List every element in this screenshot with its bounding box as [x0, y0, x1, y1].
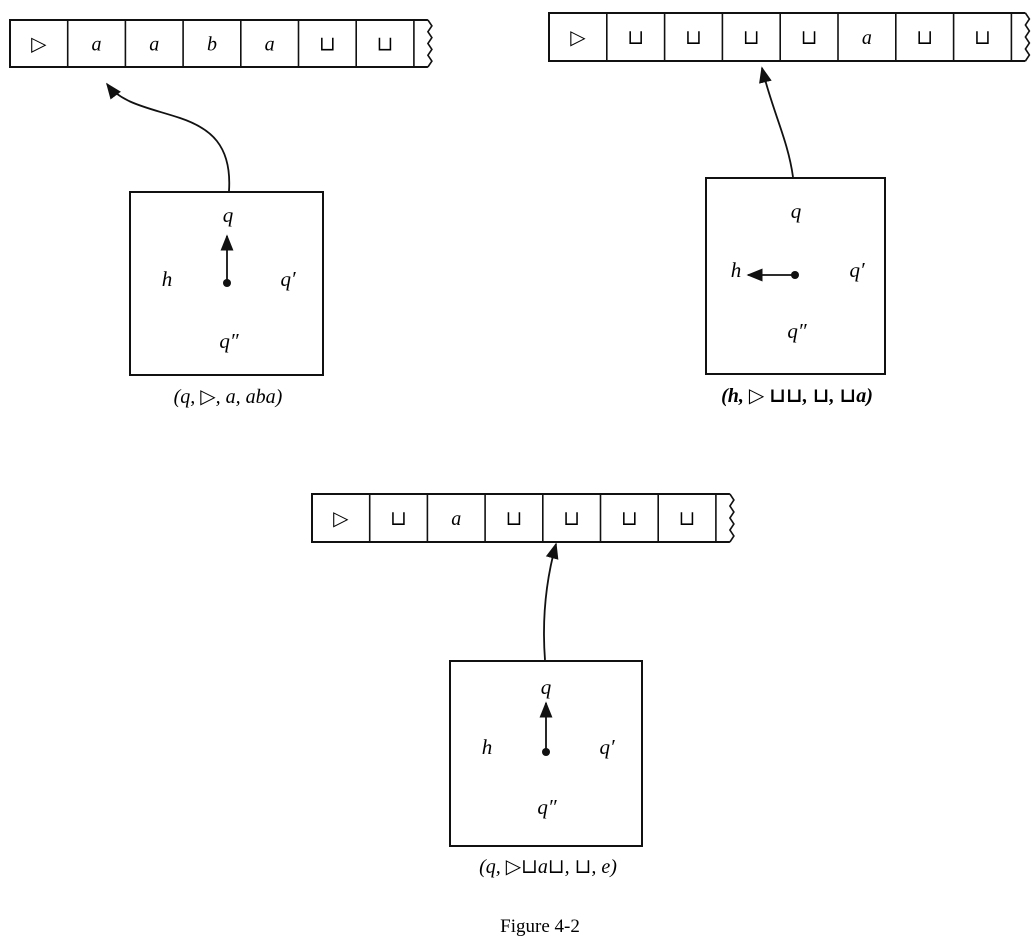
state-top-3: q [541, 675, 552, 699]
state-left-3: h [482, 735, 493, 759]
tape-torn-edge [1024, 12, 1031, 62]
tape-cell-symbol: ▷ [570, 27, 586, 49]
state-top-1: q [223, 203, 234, 227]
tape-cell-symbol: ⊔ [627, 27, 644, 49]
configuration-3: (q, ▷⊔a⊔, ⊔, e) [479, 856, 617, 878]
state-right-2: q′ [849, 258, 865, 282]
tape-cell-symbol: a [862, 27, 872, 49]
configuration-1: (q, ▷, a, aba) [174, 386, 283, 408]
state-right-3: q′ [599, 735, 615, 759]
pointer-pivot-2 [791, 271, 799, 279]
tape-cell-symbol: ⊔ [974, 27, 991, 49]
tape-cell-symbol: b [207, 34, 217, 56]
state-left-2: h [731, 258, 742, 282]
tape-torn-edge [426, 19, 433, 68]
tape-cell-symbol: ⊔ [390, 508, 407, 530]
state-bottom-1: q″ [219, 329, 239, 353]
tape-cell-symbol: ⊔ [685, 27, 702, 49]
tape-cell-symbol: ⊔ [916, 27, 933, 49]
control-box-3 [449, 660, 643, 847]
tape-cell-symbol: a [265, 34, 275, 56]
pointer-pivot-3 [542, 748, 550, 756]
state-top-2: q [791, 199, 802, 223]
pointer-pivot-1 [223, 279, 231, 287]
state-right-1: q′ [280, 267, 296, 291]
tape-torn-edge [728, 493, 735, 543]
tape-3: ▷ ⊔ a ⊔ ⊔ ⊔ ⊔ [311, 493, 735, 543]
control-box-1 [129, 191, 324, 376]
head-arrow-2 [759, 66, 794, 178]
tape-2: ▷ ⊔ ⊔ ⊔ ⊔ a ⊔ ⊔ [548, 12, 1031, 62]
tape-cell-symbol: ⊔ [801, 27, 818, 49]
tape-cell-symbol: a [92, 34, 102, 56]
tape-1: ▷ a a b a ⊔ ⊔ [9, 19, 433, 68]
tape-cell-symbol: ⊔ [506, 508, 523, 530]
tape-cell-symbol: ⊔ [679, 508, 696, 530]
state-bottom-3: q″ [537, 795, 557, 819]
configuration-2: (h, ▷ ⊔⊔, ⊔, ⊔a) [721, 385, 873, 407]
tape-cell-symbol: a [451, 508, 461, 530]
state-left-1: h [162, 267, 173, 291]
head-arrow-1 [106, 82, 231, 192]
machine-2: ▷ ⊔ ⊔ ⊔ ⊔ a ⊔ ⊔ q h q′ q″ (h, ▷ ⊔⊔, ⊔, ⊔a) [548, 12, 1031, 407]
control-box-2 [705, 177, 886, 375]
tape-cell-symbol: ⊔ [743, 27, 760, 49]
tape-outline [9, 19, 428, 68]
machine-1: ▷ a a b a ⊔ ⊔ q h q′ q″ (q, ▷, a, aba) [9, 19, 433, 408]
tape-cell-symbol: ▷ [31, 34, 47, 56]
tape-cell-symbol: ▷ [333, 508, 349, 530]
tape-outline [548, 12, 1026, 62]
head-arrow-3 [543, 542, 559, 661]
tape-cell-symbol: a [149, 34, 159, 56]
figure-caption: Figure 4-2 [500, 916, 580, 937]
tape-cell-symbol: ⊔ [377, 34, 394, 56]
state-bottom-2: q″ [787, 319, 807, 343]
tape-cell-symbol: ⊔ [563, 508, 580, 530]
machine-3: ▷ ⊔ a ⊔ ⊔ ⊔ ⊔ q h q′ q″ (q, ▷⊔a⊔, ⊔, e) [311, 493, 735, 878]
tape-cell-symbol: ⊔ [621, 508, 638, 530]
tape-outline [311, 493, 730, 543]
tape-cell-symbol: ⊔ [319, 34, 336, 56]
